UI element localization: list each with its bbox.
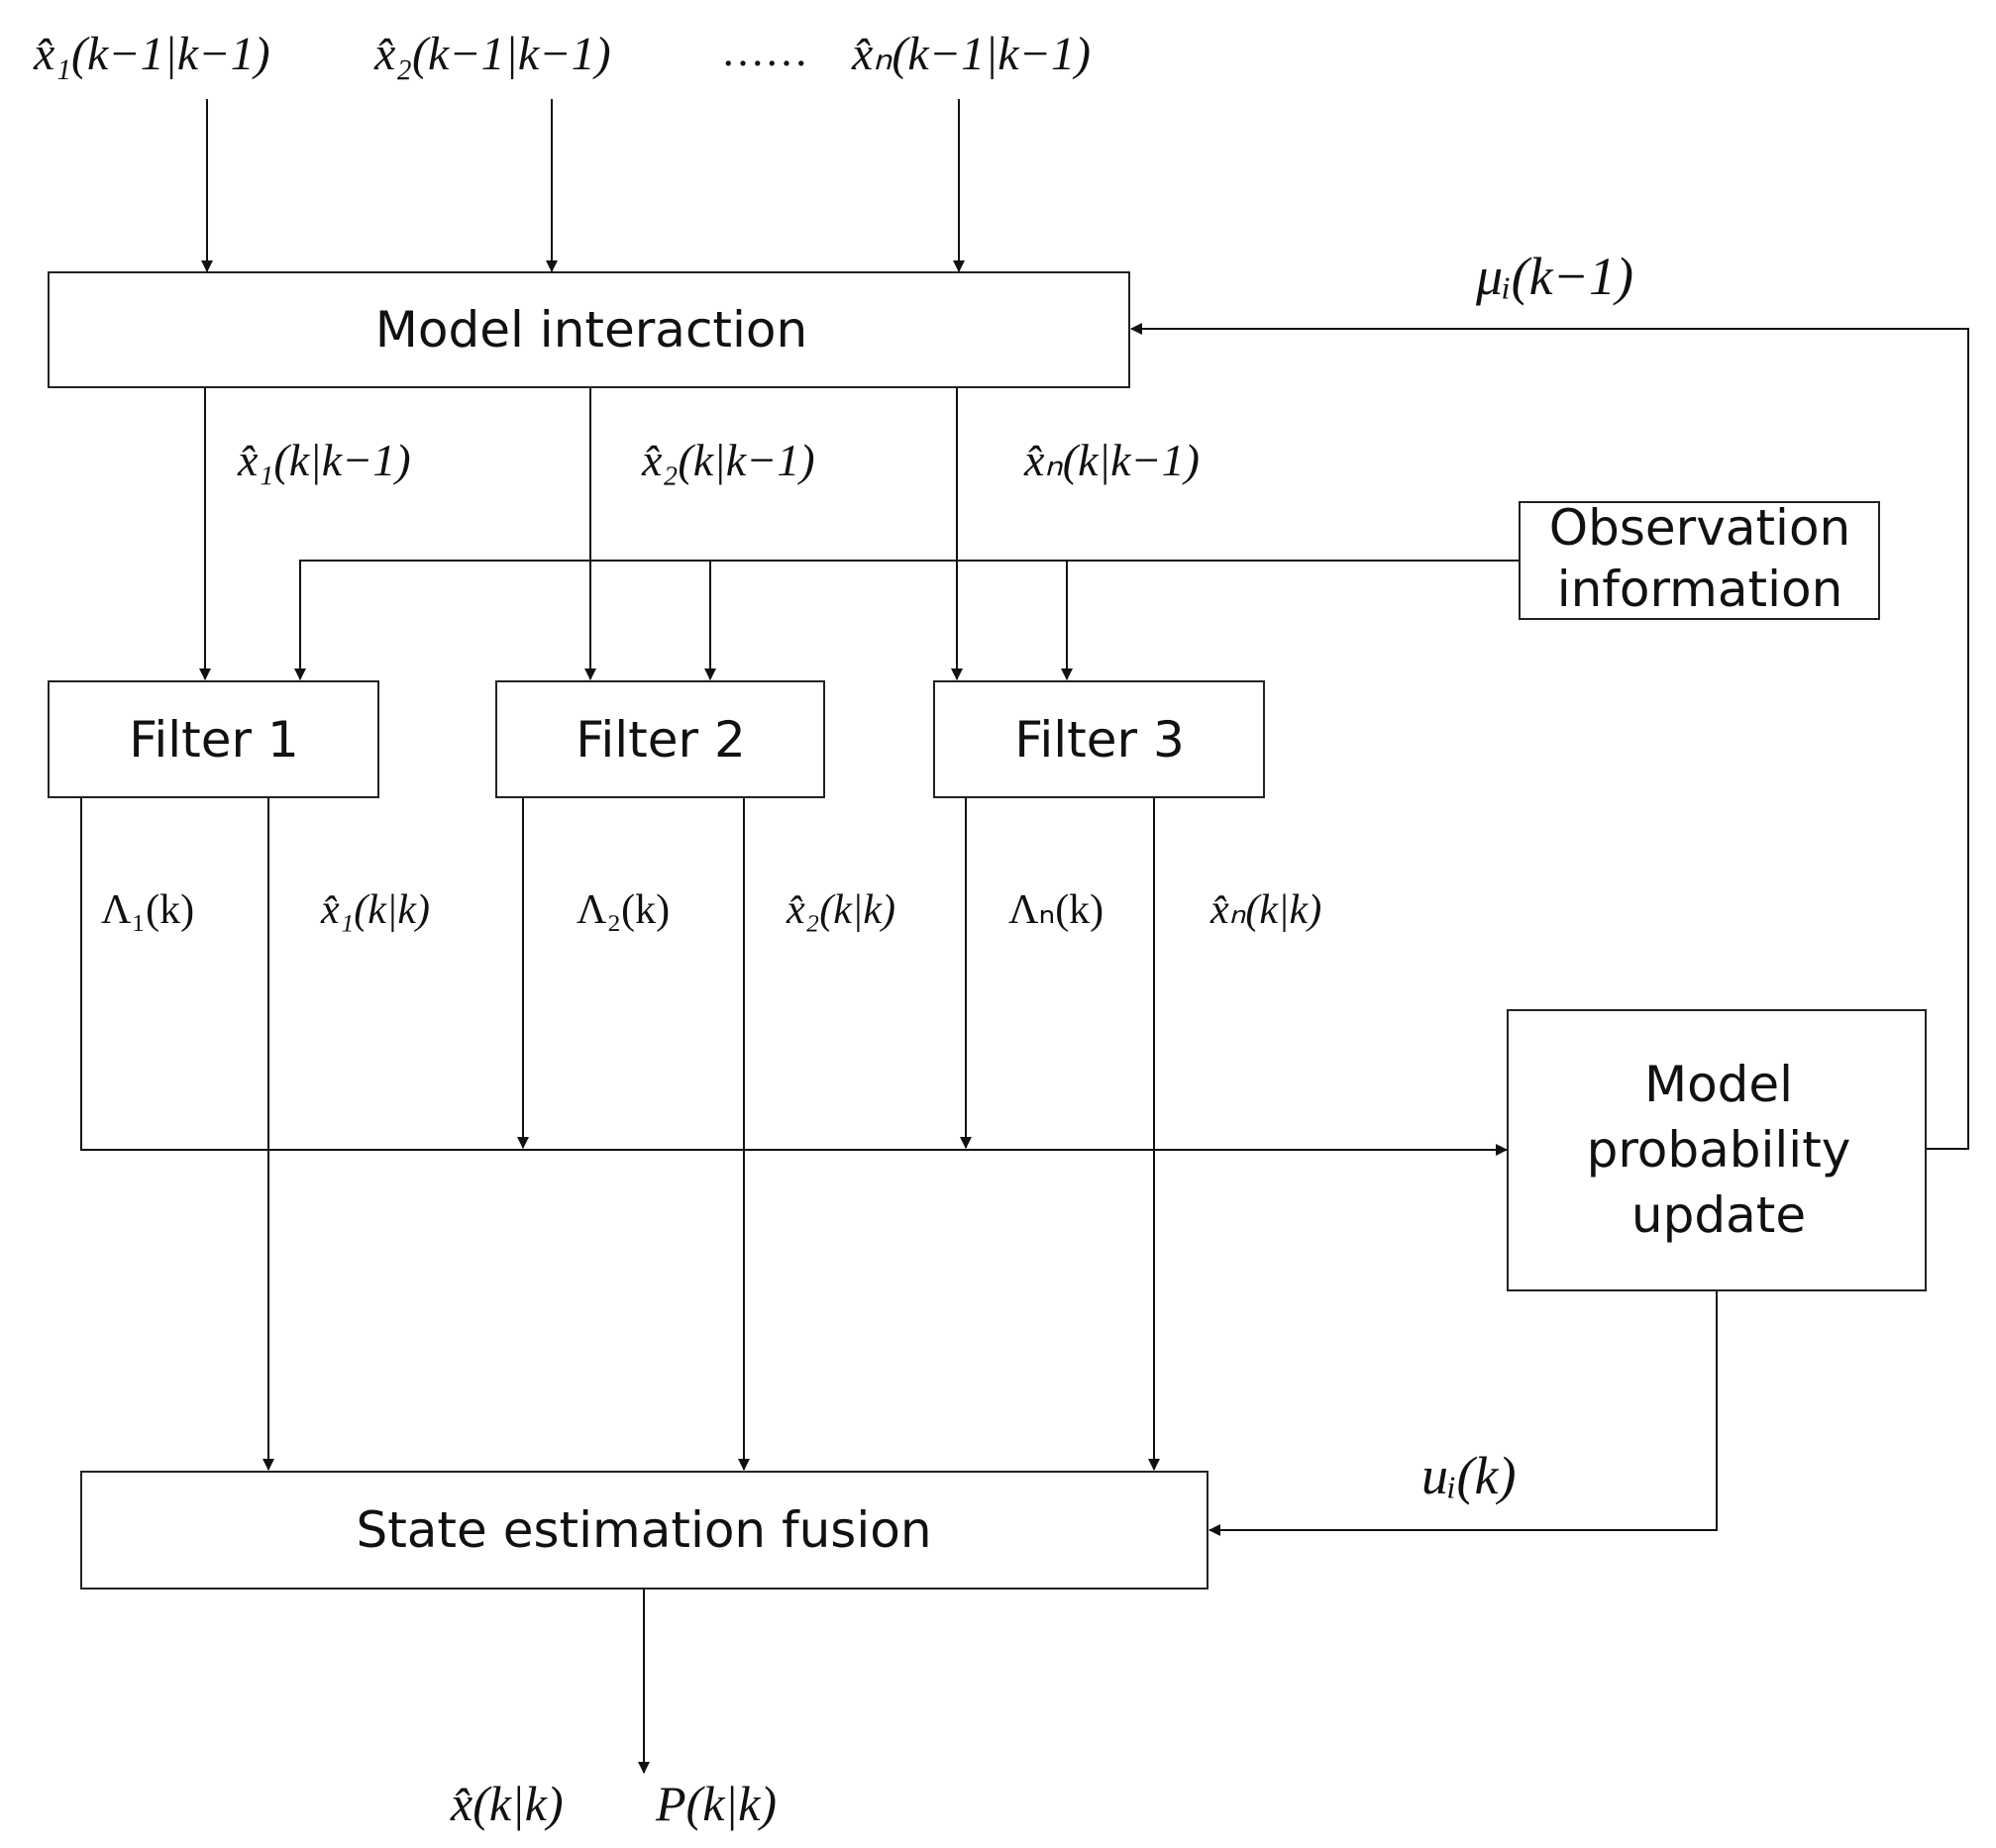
- state-estimation-fusion-label: State estimation fusion: [356, 1501, 931, 1559]
- lambdan-label: Λₙ(k): [1008, 887, 1103, 933]
- filter-3-label: Filter 3: [1014, 711, 1185, 769]
- observation-to-filter1-line: [294, 560, 1519, 680]
- input-xn-label: x̂ₙ(k−1|k−1): [851, 28, 1091, 80]
- pred-xn-label: x̂ₙ(k|k−1): [1023, 435, 1200, 485]
- mu-prev-label: μᵢ(k−1): [1475, 247, 1633, 306]
- observation-info-box: [1519, 501, 1880, 620]
- observation-info-label-line2: information: [1557, 561, 1843, 618]
- model-probability-label-line3: update: [1631, 1186, 1806, 1244]
- mu-prev-feedback-line: [1130, 323, 1969, 1150]
- filter-2-label: Filter 2: [576, 711, 746, 769]
- observation-info-label-line1: Observation: [1549, 499, 1850, 557]
- model-probability-label-line2: probability: [1587, 1121, 1851, 1179]
- input-ellipsis: ……: [721, 27, 808, 75]
- model-probability-update-box: [1507, 1009, 1927, 1291]
- est-x2-label: x̂₂(k|k): [786, 887, 895, 933]
- filter-1-label: Filter 1: [129, 711, 299, 769]
- filter-1-box: [48, 680, 379, 798]
- input-x1-label: x̂₁(k−1|k−1): [33, 28, 270, 80]
- est-x1-label: x̂₁(k|k): [320, 887, 430, 933]
- lambda2-label: Λ₂(k): [577, 887, 670, 933]
- u-k-line: [1208, 1291, 1718, 1536]
- u-k-label: uᵢ(k): [1421, 1446, 1516, 1505]
- lambda-bus-line: [80, 798, 1508, 1156]
- state-estimation-fusion-box: [80, 1471, 1208, 1590]
- model-interaction-label: Model interaction: [375, 301, 807, 359]
- est-xn-label: x̂ₙ(k|k): [1209, 887, 1321, 933]
- output-x-label: x̂(k|k): [450, 1776, 564, 1831]
- output-p-label: P(k|k): [655, 1776, 777, 1831]
- pred-x2-label: x̂₂(k|k−1): [641, 435, 815, 485]
- pred-x1-label: x̂₁(k|k−1): [237, 435, 411, 485]
- lambda1-label: Λ₁(k): [101, 887, 194, 933]
- model-interaction-box: [48, 271, 1130, 388]
- input-x2-label: x̂₂(k−1|k−1): [373, 28, 611, 80]
- filter-2-box: [495, 680, 825, 798]
- filter-3-box: [933, 680, 1265, 798]
- model-probability-label-line1: Model: [1644, 1056, 1793, 1113]
